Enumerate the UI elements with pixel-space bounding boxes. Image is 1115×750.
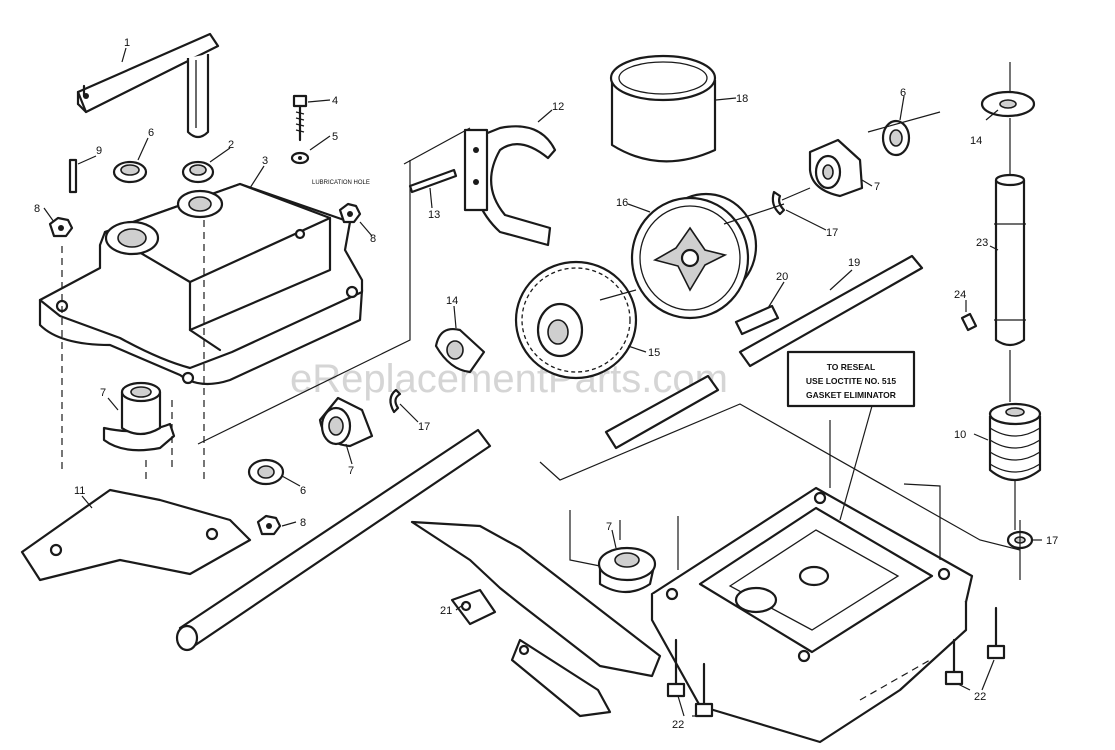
callout-3: 3 xyxy=(262,155,268,167)
callout-17-a: 17 xyxy=(826,227,838,239)
callout-numbers: 1 2 3 4 5 6 9 8 8 12 13 18 6 7 17 16 15 … xyxy=(34,37,1058,731)
callout-20: 20 xyxy=(776,271,788,283)
part-ring-17-mid xyxy=(389,388,402,414)
callout-leaders xyxy=(43,47,1042,717)
part-clutch-16 xyxy=(630,192,758,320)
callout-5: 5 xyxy=(332,131,338,143)
callout-7-d: 7 xyxy=(606,521,612,533)
part-washer-6-upper xyxy=(881,119,911,157)
callout-8-a: 8 xyxy=(34,203,40,215)
part-bolt-22-d xyxy=(986,606,1006,660)
part-bolt-22-a xyxy=(666,638,686,698)
watermark-text: eReplacementParts.com xyxy=(290,357,728,401)
callout-6-b: 6 xyxy=(900,87,906,99)
note-line-1: TO RESEAL xyxy=(827,362,876,372)
callout-22-b: 22 xyxy=(974,691,986,703)
callout-1: 1 xyxy=(124,37,130,49)
lubrication-hole-label: LUBRICATION HOLE xyxy=(312,180,370,186)
callout-24: 24 xyxy=(954,289,966,301)
note-box: TO RESEAL USE LOCTITE NO. 515 GASKET ELI… xyxy=(786,350,916,521)
callout-22-a: 22 xyxy=(672,719,684,731)
callout-8-b: 8 xyxy=(370,233,376,245)
callout-8-c: 8 xyxy=(300,517,306,529)
callout-18: 18 xyxy=(736,93,748,105)
callout-13: 13 xyxy=(428,209,440,221)
part-washer-5 xyxy=(290,151,310,165)
callout-19: 19 xyxy=(848,257,860,269)
part-nut-8-left xyxy=(48,216,74,238)
part-roll-pin-13 xyxy=(408,168,458,194)
part-bracket-21 xyxy=(410,520,662,718)
part-seal-6 xyxy=(112,160,148,184)
callout-11: 11 xyxy=(74,485,85,497)
callout-12: 12 xyxy=(552,101,564,113)
callout-21: 21 xyxy=(440,605,452,617)
part-bushing-7-upper xyxy=(808,138,864,198)
part-upper-housing xyxy=(38,182,364,386)
callout-17-c: 17 xyxy=(1046,535,1058,547)
callout-7-b: 7 xyxy=(348,465,354,477)
callout-23: 23 xyxy=(976,237,988,249)
guide-lines xyxy=(61,62,1021,580)
part-bolt-4 xyxy=(292,94,308,142)
callout-4: 4 xyxy=(332,95,338,107)
note-line-3: GASKET ELIMINATOR xyxy=(806,390,896,400)
part-ring-17-upper xyxy=(771,190,786,216)
part-sleeve-18 xyxy=(609,54,717,163)
part-lower-housing xyxy=(650,486,974,744)
callout-6-c: 6 xyxy=(300,485,306,497)
callout-17-b: 17 xyxy=(418,421,430,433)
part-key-24 xyxy=(960,312,978,332)
note-line-2: USE LOCTITE NO. 515 xyxy=(806,376,896,386)
callout-2: 2 xyxy=(228,139,234,151)
part-bushing-7-left xyxy=(102,381,176,452)
part-bushing-7-mid xyxy=(318,396,374,448)
callout-14-a: 14 xyxy=(446,295,458,307)
part-bushing-7-lower xyxy=(597,546,657,594)
part-long-shaft xyxy=(175,428,492,652)
part-worm-shaft-23 xyxy=(994,173,1026,347)
part-shift-fork xyxy=(463,125,557,247)
callout-9: 9 xyxy=(96,145,102,157)
callout-15: 15 xyxy=(648,347,660,359)
callout-14-b: 14 xyxy=(970,135,982,147)
part-worm-gear-10 xyxy=(988,402,1042,482)
callout-16: 16 xyxy=(616,197,628,209)
part-bolt-22-c xyxy=(944,638,964,686)
part-washer-14-top xyxy=(980,90,1036,118)
part-bushing-2 xyxy=(181,160,215,184)
part-pin-9 xyxy=(68,158,78,194)
part-nut-8-right xyxy=(338,202,362,224)
part-washer-6-lower xyxy=(247,458,285,486)
part-washer-14-mid xyxy=(434,328,486,374)
part-shift-lever xyxy=(76,32,220,139)
part-bolt-22-b xyxy=(694,662,714,718)
callout-7-a: 7 xyxy=(874,181,880,193)
part-bracket-11 xyxy=(20,488,252,582)
callout-6-a: 6 xyxy=(148,127,154,139)
callout-10: 10 xyxy=(954,429,966,441)
part-nut-8-lower xyxy=(256,514,282,536)
part-spur-gear-15 xyxy=(514,260,638,380)
callout-7-c: 7 xyxy=(100,387,106,399)
part-key-20 xyxy=(734,304,780,336)
part-axle-19 xyxy=(604,254,924,450)
